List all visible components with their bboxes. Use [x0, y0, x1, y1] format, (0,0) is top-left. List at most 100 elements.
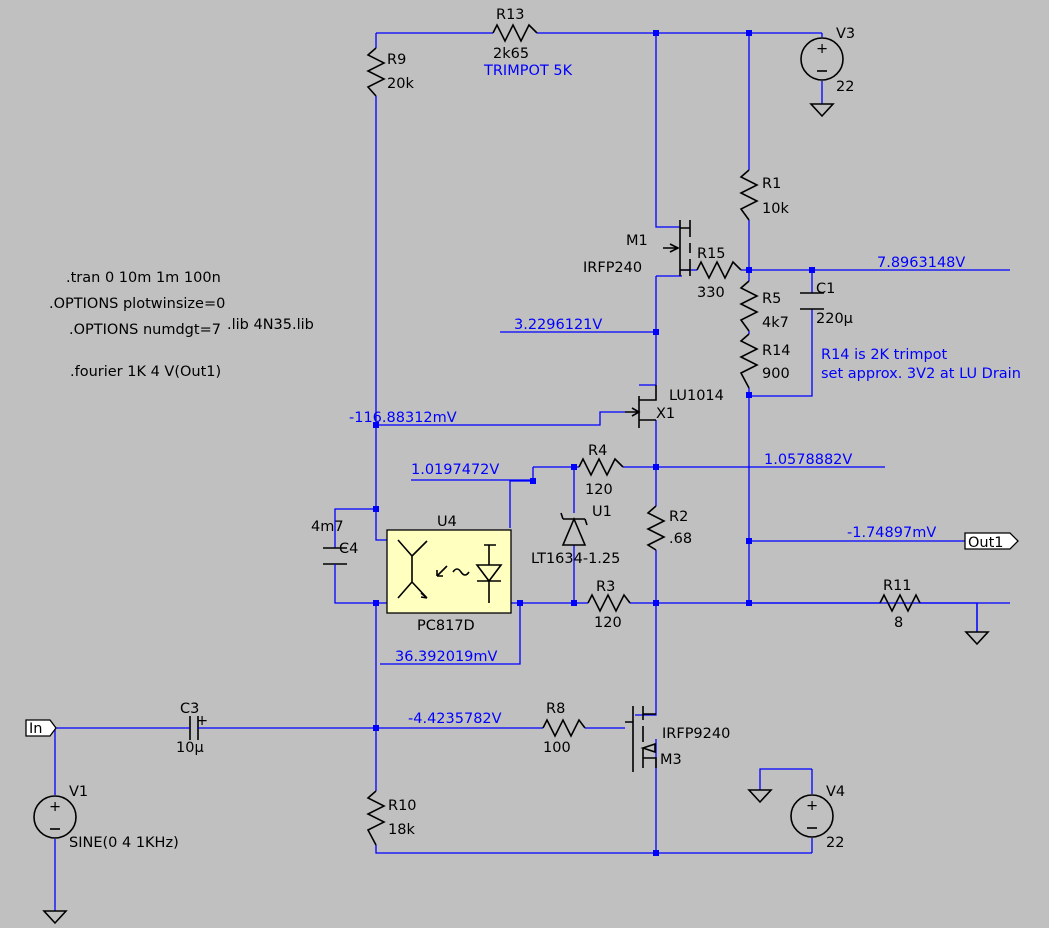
m3-name: M3 — [660, 752, 682, 768]
directive-tran: .tran 0 10m 1m 100n — [66, 270, 221, 286]
r3-name: R3 — [596, 579, 615, 595]
in-port-label: In — [29, 721, 42, 737]
r13-value: 2k65 — [493, 46, 529, 62]
r15-value: 330 — [697, 285, 725, 301]
r14-resistor[interactable] — [739, 333, 759, 389]
c3-name: C3 — [180, 701, 199, 717]
r3-resistor[interactable] — [587, 593, 631, 613]
r9-name: R9 — [387, 52, 406, 68]
svg-text:+: + — [806, 798, 818, 814]
v4-value: 22 — [826, 835, 844, 851]
comment-line-2: set approx. 3V2 at LU Drain — [821, 366, 1021, 382]
v3-name: V3 — [836, 26, 855, 42]
r14-name: R14 — [762, 343, 791, 359]
r15-name: R15 — [697, 246, 726, 262]
voltage-out1: -1.74897mV — [847, 525, 936, 541]
r10-resistor[interactable] — [366, 790, 386, 846]
r4-resistor[interactable] — [578, 457, 624, 477]
r10-name: R10 — [388, 798, 417, 814]
u1-name: U1 — [592, 504, 612, 520]
v3-voltage-source[interactable]: + — [800, 37, 844, 118]
v4-name: V4 — [826, 784, 845, 800]
comment-line-1: R14 is 2K trimpot — [821, 347, 948, 363]
c1-capacitor[interactable] — [800, 292, 824, 310]
c4-value: 4m7 — [311, 519, 344, 535]
m3-value: IRFP9240 — [662, 726, 730, 742]
r2-value: .68 — [669, 531, 692, 547]
x1-name: X1 — [656, 406, 675, 422]
r11-value: 8 — [894, 615, 903, 631]
c3-capacitor[interactable]: + — [184, 713, 208, 740]
r2-name: R2 — [669, 509, 688, 525]
voltage-m3-gate: -4.4235782V — [408, 711, 502, 727]
r8-name: R8 — [546, 701, 565, 717]
r5-value: 4k7 — [762, 315, 789, 331]
u4-value: PC817D — [417, 618, 475, 634]
m3-mosfet[interactable] — [625, 706, 657, 772]
voltage-x1-source: 1.0578882V — [764, 452, 852, 468]
r8-value: 100 — [543, 740, 571, 756]
v1-voltage-source[interactable]: + — [33, 795, 77, 925]
u4-optocoupler[interactable] — [386, 529, 512, 614]
directive-options-plotwinsize: .OPTIONS plotwinsize=0 — [49, 296, 225, 312]
r1-name: R1 — [762, 176, 781, 192]
r4-value: 120 — [585, 482, 613, 498]
v1-value: SINE(0 4 1KHz) — [69, 835, 179, 851]
voltage-r15-node: 7.8963148V — [877, 255, 965, 271]
r1-resistor[interactable] — [739, 169, 759, 221]
r13-name: R13 — [496, 7, 525, 23]
out1-port-label: Out1 — [968, 535, 1004, 551]
c1-value: 220µ — [816, 311, 853, 327]
c1-name: C1 — [816, 281, 835, 297]
directive-lib: .lib 4N35.lib — [227, 317, 314, 333]
c4-capacitor[interactable] — [323, 547, 347, 572]
r14-value: 900 — [762, 366, 790, 382]
r1-value: 10k — [762, 201, 789, 217]
r5-resistor[interactable] — [739, 280, 759, 332]
r11-name: R11 — [883, 578, 912, 594]
x1-value: LU1014 — [669, 388, 724, 404]
voltage-x1-gate: -116.88312mV — [349, 410, 457, 426]
ground-icon — [964, 631, 990, 646]
u1-voltage-reference[interactable] — [560, 512, 588, 546]
r8-resistor[interactable] — [542, 718, 586, 738]
directive-fourier: .fourier 1K 4 V(Out1) — [70, 364, 221, 380]
component-labels: R13 2k65 TRIMPOT 5K R9 20k V3 22 R1 10k … — [69, 7, 1021, 851]
r2-resistor[interactable] — [646, 505, 666, 551]
u4-name: U4 — [437, 514, 457, 530]
v3-value: 22 — [836, 79, 854, 95]
svg-text:+: + — [49, 799, 61, 815]
r11-resistor[interactable] — [879, 593, 921, 613]
voltage-u1-cathode: 1.0197472V — [411, 462, 499, 478]
r5-name: R5 — [762, 291, 781, 307]
v4-voltage-source[interactable]: + — [747, 789, 834, 838]
r9-resistor[interactable] — [366, 47, 386, 97]
svg-text:+: + — [196, 713, 208, 729]
svg-text:+: + — [816, 41, 828, 57]
c4-name: C4 — [339, 541, 358, 557]
voltage-u4-out: 36.392019mV — [395, 649, 498, 665]
r3-value: 120 — [594, 615, 622, 631]
m1-name: M1 — [626, 233, 648, 249]
x1-jfet[interactable] — [625, 385, 657, 428]
junction-dots — [373, 30, 815, 856]
in-port[interactable]: In — [25, 719, 57, 737]
spice-directives: .tran 0 10m 1m 100n .OPTIONS plotwinsize… — [49, 270, 314, 380]
r15-resistor[interactable] — [696, 260, 742, 280]
r10-value: 18k — [388, 822, 415, 838]
m1-mosfet[interactable] — [663, 220, 691, 276]
m1-value: IRFP240 — [583, 260, 642, 276]
r4-name: R4 — [588, 443, 607, 459]
u1-value: LT1634-1.25 — [531, 551, 620, 567]
v1-name: V1 — [69, 784, 88, 800]
directive-options-numdgt: .OPTIONS numdgt=7 — [69, 322, 221, 338]
wires — [54, 32, 1010, 911]
r13-resistor[interactable] — [492, 23, 538, 43]
c3-value: 10µ — [176, 740, 204, 756]
r9-value: 20k — [387, 76, 414, 92]
out1-port[interactable]: Out1 — [964, 532, 1019, 551]
voltage-labels: 7.8963148V 3.2296121V -116.88312mV 1.019… — [349, 255, 965, 727]
r13-note: TRIMPOT 5K — [483, 63, 573, 79]
voltage-m1-source: 3.2296121V — [514, 317, 602, 333]
